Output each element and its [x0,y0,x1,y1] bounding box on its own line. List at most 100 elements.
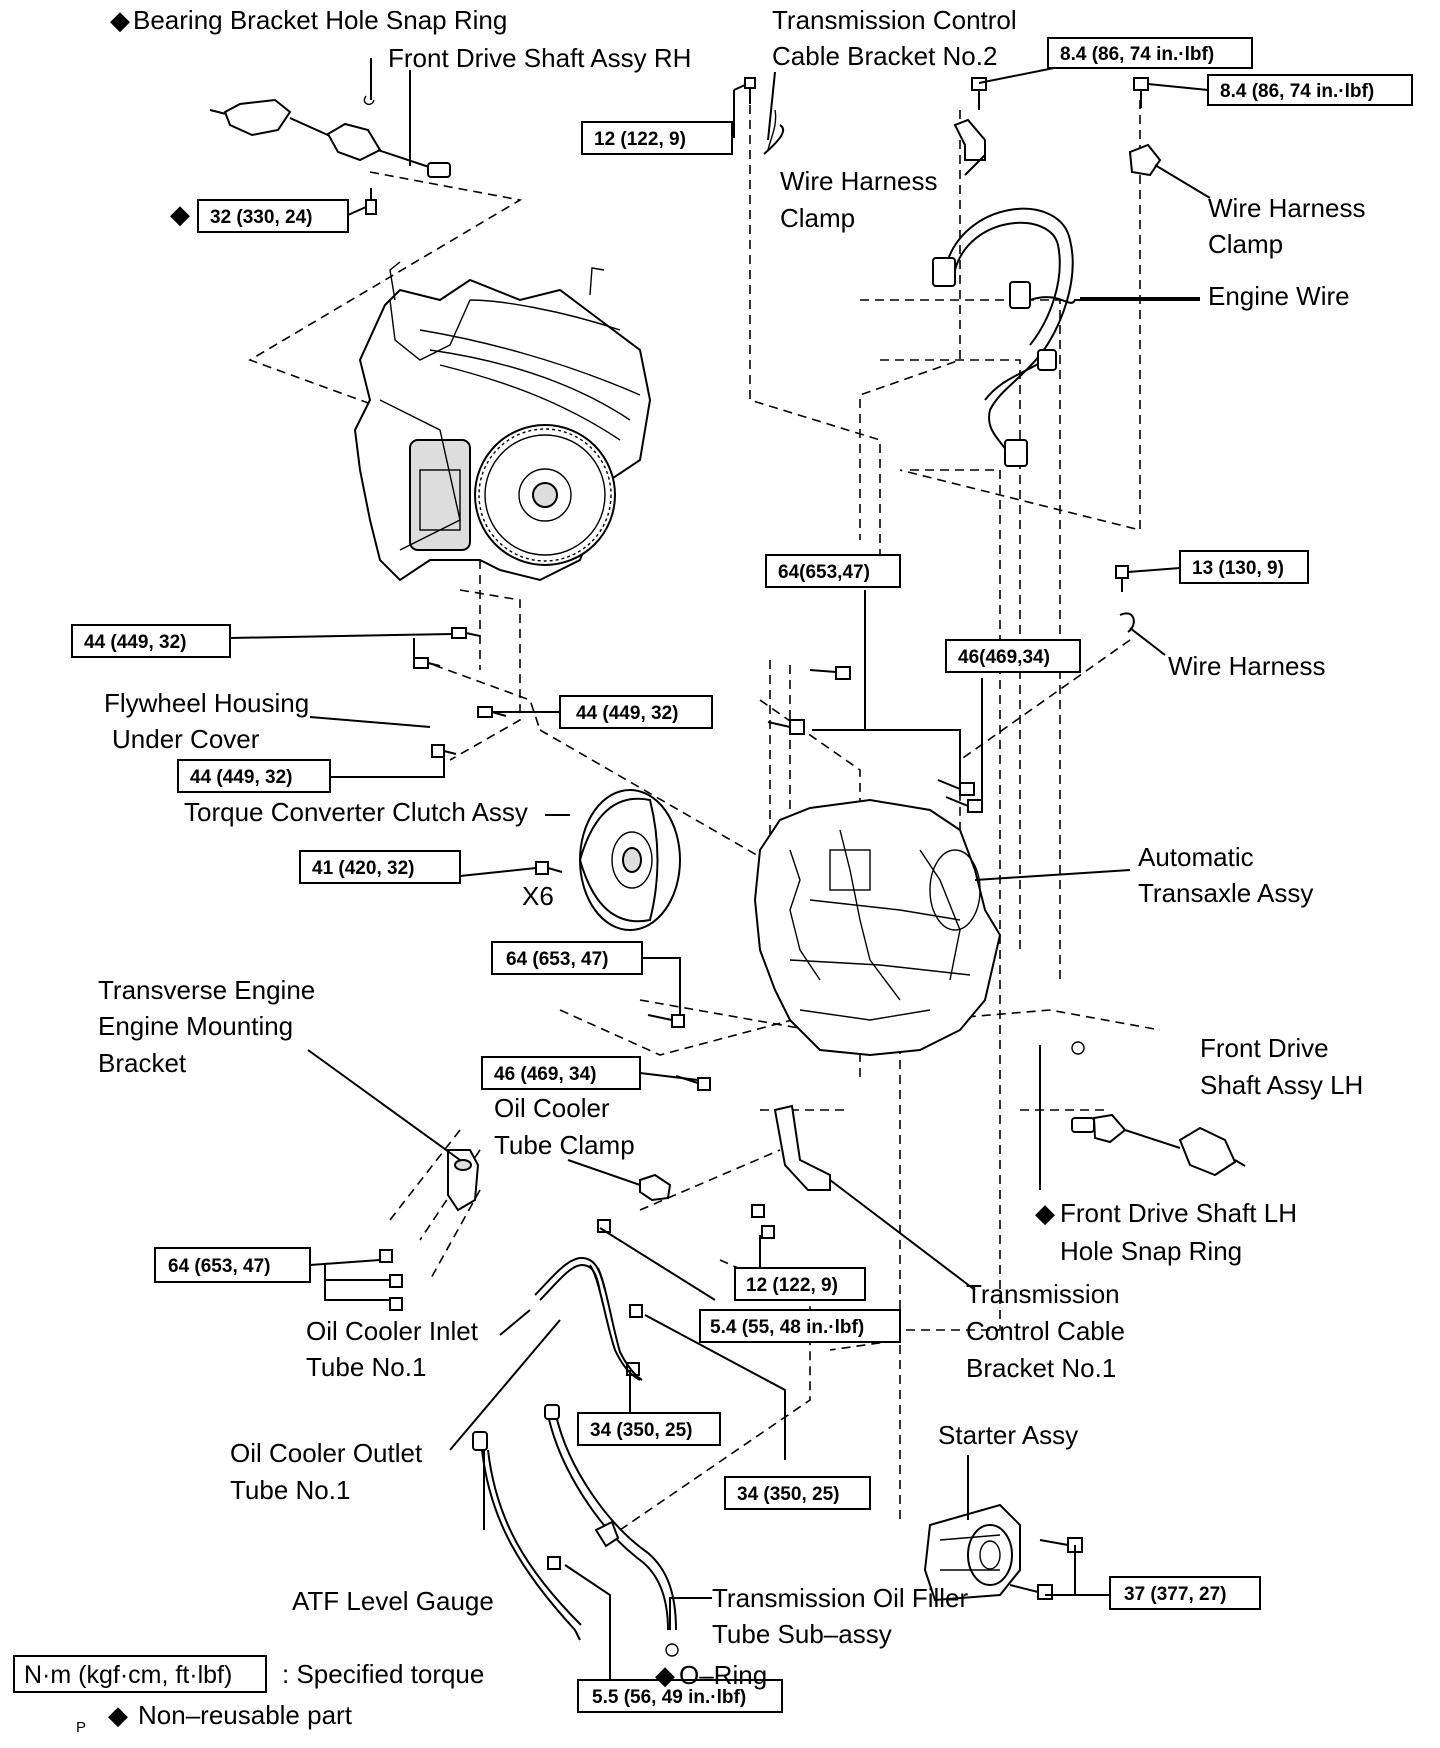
torque-8-4-a: 8.4 (86, 74 in.·lbf) [1060,44,1214,65]
legend-diamond: ◆ [108,1700,128,1730]
label-bearing-snap-ring-diamond: ◆ [110,5,130,35]
legend-unit-box [13,1655,267,1693]
torque-box-41: 41 (420, 32) [299,850,461,884]
label-lh-snap-ring-diamond: ◆ [1035,1198,1055,1228]
torque-box-44-b: 44 (449, 32) [559,695,713,729]
bolt-12-122-9-low-b [761,1225,775,1239]
automatic-transaxle-illustration [753,798,1002,1057]
torque-12-122-9-low: 12 (122, 9) [746,1275,838,1296]
torque-box-64-mid: 64 (653, 47) [491,941,643,975]
torque-box-5-5: 5.5 (56, 49 in.·lbf) [577,1679,783,1713]
bolt-44-a [451,627,481,639]
front-drive-shaft-rh-illustration [209,98,451,178]
torque-34-350-25-a: 34 (350, 25) [590,1420,692,1441]
label-wire-harness-clamp-b-line1: Wire Harness [1208,193,1365,223]
torque-34-350-25-b: 34 (350, 25) [737,1484,839,1505]
label-tcc-bracket-no1-line2: Control Cable [966,1316,1125,1346]
bolt-8-4-b [1133,77,1149,108]
bolt-37-b [1009,1584,1053,1600]
label-starter: Starter Assy [938,1420,1078,1450]
torque-box-5-4: 5.4 (55, 48 in.·lbf) [699,1309,901,1343]
label-transverse-bracket-line1: Transverse Engine [98,975,315,1005]
torque-46-469-34-left: 46 (469, 34) [494,1064,596,1085]
bolt-8-4-a [971,77,987,110]
torque-8-4-b: 8.4 (86, 74 in.·lbf) [1220,81,1374,102]
label-oil-filler-line2: Tube Sub–assy [712,1619,892,1649]
label-tcc-bracket-no1-line3: Bracket No.1 [966,1353,1116,1383]
front-drive-shaft-lh-illustration [1071,1041,1246,1177]
bolt-64-second [767,719,805,735]
leader-lines [229,58,1211,1680]
torque-box-34-b: 34 (350, 25) [724,1476,871,1510]
bolt-64-bracket-b [389,1274,403,1288]
label-atf-gauge: ATF Level Gauge [292,1586,494,1616]
oil-cooler-clamp-illustration [639,1173,672,1202]
label-tcc-bracket-no1-line1: Transmission [966,1279,1120,1309]
torque-box-8-4-b: 8.4 (86, 74 in.·lbf) [1207,74,1413,106]
label-o-ring: O–Ring [679,1660,767,1690]
label-oil-cooler-outlet-line1: Oil Cooler Outlet [230,1438,423,1468]
engine-wire-illustration [932,207,1200,467]
label-oil-cooler-clamp-line1: Oil Cooler [494,1093,610,1123]
torque-5-4: 5.4 (55, 48 in.·lbf) [710,1317,864,1338]
label-transverse-bracket-line2: Engine Mounting [98,1011,293,1041]
label-transverse-bracket-line3: Bracket [98,1048,187,1078]
label-oil-cooler-clamp-line2: Tube Clamp [494,1130,635,1160]
torque-box-8-4-a: 8.4 (86, 74 in.·lbf) [1047,37,1253,69]
label-automatic-transaxle-line1: Automatic [1138,842,1254,872]
legend: N·m (kgf·cm, ft·lbf) : Specified torque … [13,1655,484,1736]
bolt-12-122-9-top [744,77,756,104]
bolt-13-130-9 [1115,565,1129,592]
starter-illustration [923,1503,1021,1602]
torque-41-420-32: 41 (420, 32) [312,858,414,879]
torque-46-469-34-right: 46(469,34) [958,647,1050,668]
torque-44-449-32-b: 44 (449, 32) [576,703,678,724]
label-32-diamond: ◆ [170,199,190,229]
bolt-46-right-a [937,779,975,796]
atf-gauge-filler-illustration [472,1404,679,1657]
bolt-46-right-b [945,796,983,813]
label-automatic-transaxle-line2: Transaxle Assy [1138,878,1313,908]
torque-box-37: 37 (377, 27) [1109,1576,1261,1610]
label-wire-harness-clamp-b-line2: Clamp [1208,229,1283,259]
bolt-41-420-32 [535,861,563,875]
torque-64-653-47-bracket: 64 (653, 47) [168,1256,270,1277]
bolt-64-bracket-a [379,1249,393,1263]
label-front-drive-shaft-lh-line2: Shaft Assy LH [1200,1070,1363,1100]
torque-37-377-27: 37 (377, 27) [1124,1584,1226,1605]
label-tcc-bracket-no2-line1: Transmission Control [772,5,1017,35]
label-tcc-bracket-no2-line2: Cable Bracket No.2 [772,41,997,71]
legend-nonreusable: Non–reusable part [138,1700,353,1730]
label-wire-harness-clamp-a-line2: Clamp [780,203,855,233]
label-oil-cooler-outlet-line2: Tube No.1 [230,1475,350,1505]
engine-block-illustration [353,261,652,582]
label-flywheel-cover-line2: Under Cover [112,724,260,754]
bolt-34-b [629,1304,643,1318]
label-front-drive-shaft-rh: Front Drive Shaft Assy RH [388,43,691,73]
label-engine-wire: Engine Wire [1208,281,1350,311]
torque-box-64-top: 64(653,47) [765,554,901,588]
label-flywheel-cover-line1: Flywheel Housing [104,688,309,718]
torque-12-122-9-top: 12 (122, 9) [594,129,686,150]
torque-44-449-32-a: 44 (449, 32) [84,632,186,653]
torque-box-13: 13 (130, 9) [1179,550,1309,584]
bolt-12-122-9-low-a [751,1204,765,1218]
label-lh-snap-ring-line1: Front Drive Shaft LH [1060,1198,1297,1228]
torque-box-12-top: 12 (122, 9) [581,121,733,155]
label-wire-harness-clamp-a-line1: Wire Harness [780,166,937,196]
torque-44-449-32-c: 44 (449, 32) [190,767,292,788]
label-oil-cooler-inlet-line2: Tube No.1 [306,1352,426,1382]
label-front-drive-shaft-lh-line1: Front Drive [1200,1033,1329,1063]
label-lh-snap-ring-line2: Hole Snap Ring [1060,1236,1242,1266]
legend-page-mark: P [76,1719,86,1736]
torque-box-64-bracket: 64 (653, 47) [154,1247,311,1283]
bolt-64-mid [647,1014,685,1028]
oil-cooler-tubes-illustration [534,1256,643,1381]
torque-box-44-c: 44 (449, 32) [177,759,331,793]
legend-unit-desc: : Specified torque [282,1659,484,1689]
bolt-5-5 [547,1556,561,1570]
bolt-32-330-24 [365,188,377,215]
torque-box-46-left: 46 (469, 34) [481,1056,641,1090]
torque-box-44-a: 44 (449, 32) [71,624,231,658]
